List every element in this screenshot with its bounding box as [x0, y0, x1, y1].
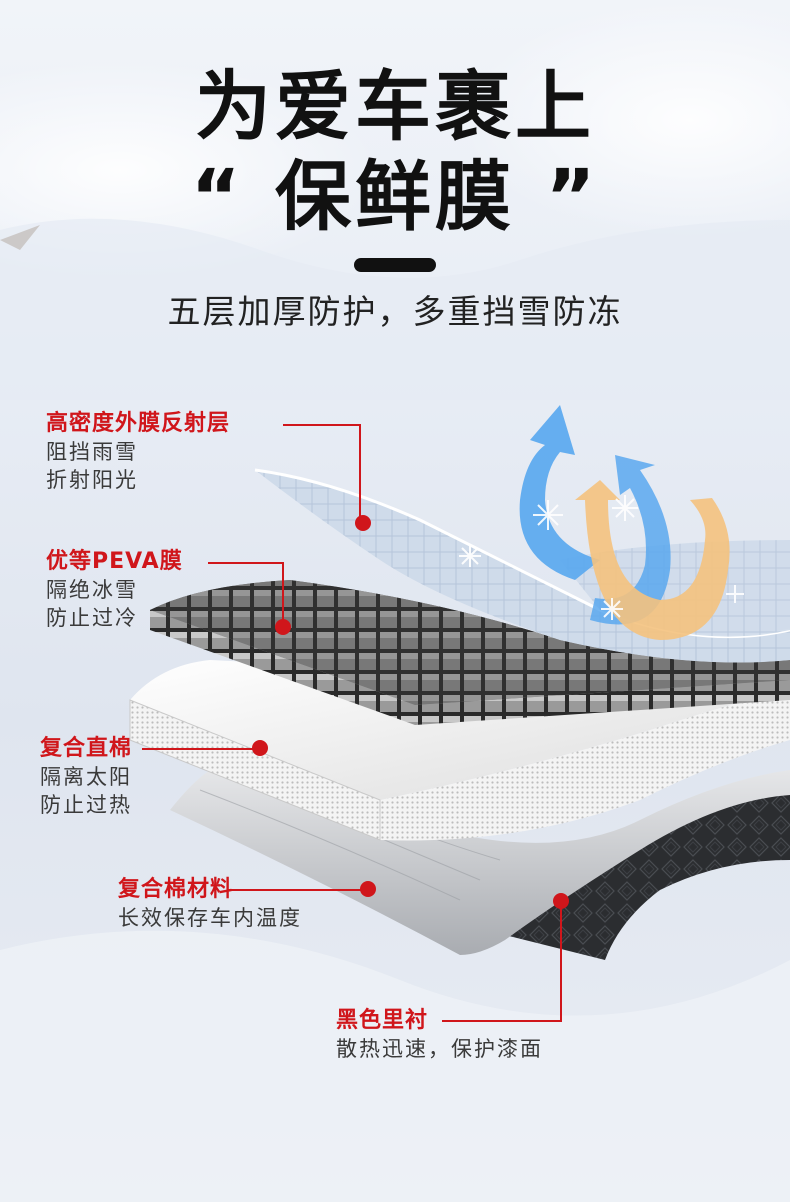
layer-label-composite-cotton: 复合直棉 隔离太阳 防止过热 — [40, 736, 132, 818]
layer-name: 高密度外膜反射层 — [46, 411, 231, 436]
page-title: 为爱车裹上 — [195, 62, 595, 151]
layer-name: 复合直棉 — [40, 736, 133, 761]
layer-label-peva: 优等PEVA膜 隔绝冰雪 防止过冷 — [46, 549, 183, 631]
layer-label-cotton-material: 复合棉材料 长效保存车内温度 — [118, 877, 302, 931]
layer-desc: 防止过冷 — [46, 606, 138, 630]
page-title-highlight: “ 保鲜膜 ” — [190, 152, 600, 241]
layer-desc: 散热迅速，保护漆面 — [336, 1037, 543, 1061]
layer-name: 黑色里衬 — [336, 1008, 429, 1033]
layer-desc: 防止过热 — [40, 793, 132, 817]
layer-desc: 隔绝冰雪 — [46, 578, 138, 602]
title-divider — [354, 258, 436, 272]
layer-label-black-lining: 黑色里衬 散热迅速，保护漆面 — [336, 1008, 543, 1062]
page-subtitle: 五层加厚防护，多重挡雪防冻 — [167, 292, 623, 331]
layer-desc: 隔离太阳 — [40, 765, 132, 789]
layer-desc: 折射阳光 — [46, 468, 138, 492]
layer-desc: 长效保存车内温度 — [118, 906, 302, 930]
layer-label-reflective: 高密度外膜反射层 阻挡雨雪 折射阳光 — [46, 411, 230, 493]
layer-desc: 阻挡雨雪 — [46, 440, 138, 464]
layer-name: 复合棉材料 — [118, 877, 234, 902]
layer-name: 优等PEVA膜 — [46, 549, 183, 574]
